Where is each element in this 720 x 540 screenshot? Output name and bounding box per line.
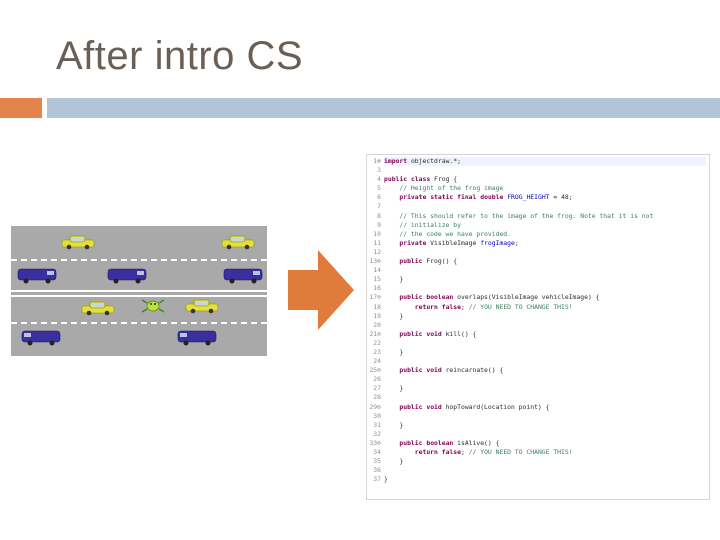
line-number: 31 bbox=[373, 420, 381, 429]
line-number: 17⊖ bbox=[369, 293, 381, 302]
code-line: private VisibleImage frogImage; bbox=[399, 238, 519, 247]
line-number: 36 bbox=[373, 466, 381, 475]
line-number: 1⊕ bbox=[373, 157, 381, 165]
frog-icon bbox=[141, 299, 165, 313]
code-line: } bbox=[384, 475, 388, 484]
line-number: 35 bbox=[373, 457, 381, 466]
code-line: public void kill() { bbox=[399, 329, 477, 338]
code-line bbox=[384, 266, 706, 275]
code-line: import objectdraw.*; bbox=[384, 157, 706, 167]
code-lines: import objectdraw.*; public class Frog {… bbox=[384, 157, 706, 484]
accent-bar-orange bbox=[0, 98, 42, 118]
frogger-game-screenshot bbox=[11, 226, 267, 356]
line-number: 18 bbox=[373, 302, 381, 311]
line-number: 9 bbox=[377, 220, 381, 229]
code-line bbox=[384, 412, 706, 421]
line-number: 28 bbox=[373, 393, 381, 402]
line-number: 4 bbox=[377, 175, 381, 184]
median-line bbox=[11, 290, 267, 292]
van-icon bbox=[223, 268, 263, 284]
code-line bbox=[384, 357, 706, 366]
line-number: 20 bbox=[373, 320, 381, 329]
taxi-icon bbox=[185, 299, 219, 314]
line-number: 11 bbox=[373, 238, 381, 247]
line-number: 21⊖ bbox=[369, 329, 381, 338]
line-number: 14 bbox=[373, 266, 381, 275]
line-number: 34 bbox=[373, 448, 381, 456]
van-icon bbox=[17, 268, 57, 284]
lane-divider bbox=[11, 259, 267, 261]
line-number: 33⊖ bbox=[369, 438, 381, 447]
van-icon bbox=[107, 268, 147, 284]
code-line: // initialize by bbox=[399, 220, 461, 229]
code-line: return false; // YOU NEED TO CHANGE THIS… bbox=[414, 448, 573, 456]
code-line: public boolean isAlive() { bbox=[399, 438, 500, 447]
line-number: 12 bbox=[373, 247, 381, 256]
line-number: 5 bbox=[377, 184, 381, 193]
line-number: 6 bbox=[377, 193, 381, 202]
code-line: } bbox=[384, 275, 404, 284]
line-number: 29⊖ bbox=[369, 402, 381, 411]
code-line: private static final double FROG_HEIGHT … bbox=[399, 193, 573, 202]
line-number: 13⊖ bbox=[369, 257, 381, 266]
line-number: 23 bbox=[373, 347, 381, 356]
code-line: } bbox=[384, 384, 404, 393]
slide-title: After intro CS bbox=[56, 34, 304, 78]
code-line: } bbox=[384, 457, 404, 466]
code-line: } bbox=[384, 311, 404, 320]
line-number: 37 bbox=[373, 475, 381, 484]
code-line bbox=[384, 166, 706, 175]
line-number: 27 bbox=[373, 384, 381, 393]
code-line: // the code we have provided. bbox=[399, 229, 511, 238]
code-line bbox=[384, 375, 706, 384]
van-icon bbox=[177, 330, 217, 346]
code-line bbox=[384, 248, 706, 257]
taxi-icon bbox=[61, 235, 95, 250]
line-number: 7 bbox=[377, 202, 381, 211]
code-line: public boolean overlaps(VisibleImage veh… bbox=[399, 293, 600, 302]
line-number: 30 bbox=[373, 411, 381, 420]
code-line bbox=[384, 393, 706, 402]
code-line: // This should refer to the image of the… bbox=[399, 211, 654, 220]
van-icon bbox=[21, 330, 61, 346]
line-number: 8 bbox=[377, 211, 381, 220]
code-line: // Height of the frog image bbox=[399, 184, 504, 193]
line-number: 32 bbox=[373, 429, 381, 438]
line-number: 16 bbox=[373, 284, 381, 293]
taxi-icon bbox=[221, 235, 255, 250]
line-number: 15 bbox=[373, 275, 381, 284]
code-line bbox=[384, 321, 706, 330]
code-line: } bbox=[384, 420, 404, 429]
code-line: } bbox=[384, 347, 404, 356]
code-line: return false; // YOU NEED TO CHANGE THIS… bbox=[414, 302, 573, 311]
accent-bar-blue bbox=[47, 98, 720, 118]
code-line: public Frog() { bbox=[399, 257, 458, 266]
code-line: public void reincarnate() { bbox=[399, 366, 504, 375]
line-number: 10 bbox=[373, 229, 381, 238]
line-number: 25⊖ bbox=[369, 366, 381, 375]
line-number: 19 bbox=[373, 311, 381, 320]
lane-divider bbox=[11, 322, 267, 324]
code-line bbox=[384, 284, 706, 293]
code-line bbox=[384, 339, 706, 348]
code-line bbox=[384, 466, 706, 475]
median-line bbox=[11, 295, 267, 297]
code-line: public class Frog { bbox=[384, 175, 458, 184]
right-arrow-icon bbox=[288, 250, 354, 330]
line-number: 3 bbox=[377, 166, 381, 175]
line-number: 26 bbox=[373, 375, 381, 384]
code-line: public void hopToward(Location point) { bbox=[399, 402, 550, 411]
line-number: 24 bbox=[373, 357, 381, 366]
code-line bbox=[384, 430, 706, 439]
code-line bbox=[384, 202, 706, 211]
line-number: 22 bbox=[373, 338, 381, 347]
taxi-icon bbox=[81, 301, 115, 316]
